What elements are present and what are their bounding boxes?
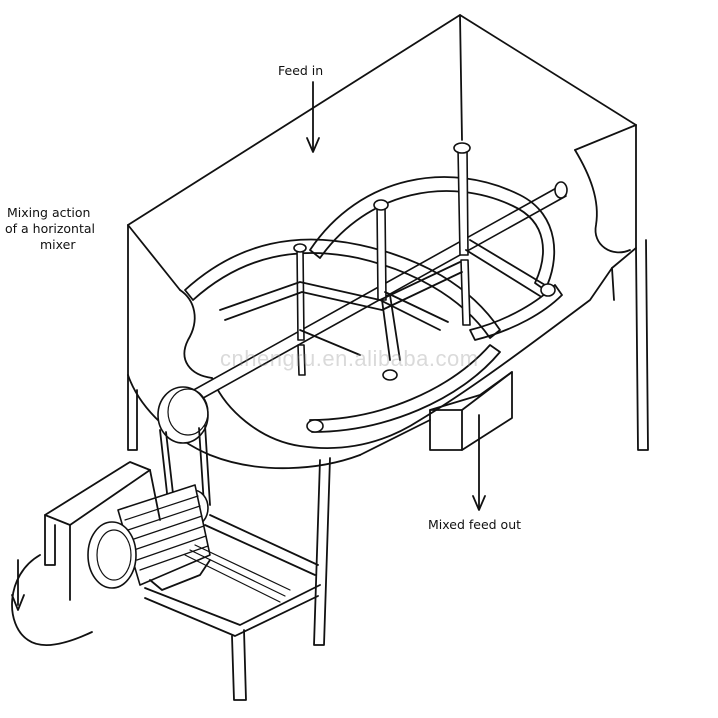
mixing-action-label-line2: of a horizontal [5, 221, 96, 236]
motor-stand [44, 461, 321, 701]
frame-legs [127, 239, 649, 646]
mixing-action-label-line1: Mixing action [7, 205, 91, 220]
mixed-out-arrow [472, 414, 486, 511]
ribbon-agitator [184, 142, 568, 433]
mixing-action-label-line3: mixer [40, 237, 76, 252]
electric-motor [87, 484, 211, 591]
rotation-arrow [11, 554, 93, 646]
feed-in-arrow [306, 81, 320, 153]
feed-in-label: Feed in [278, 63, 324, 78]
mixed-feed-out-label: Mixed feed out [428, 517, 522, 532]
outlet-box [429, 371, 513, 451]
watermark: cnhengru.en.alibaba.com [220, 346, 479, 371]
